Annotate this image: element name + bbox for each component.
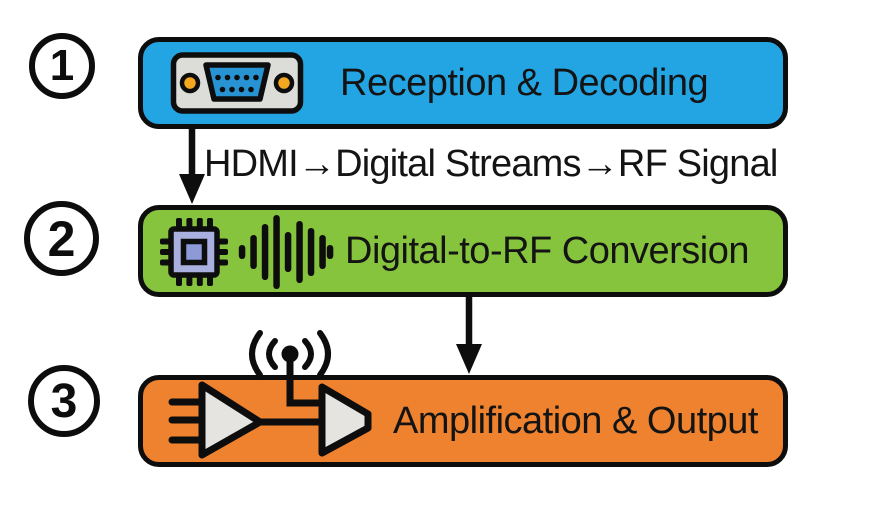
step-3-badge: 3 bbox=[28, 365, 100, 437]
arrow-down-2-icon bbox=[456, 296, 482, 374]
step-2-number: 2 bbox=[47, 210, 76, 267]
step-3-number: 3 bbox=[50, 374, 78, 428]
step-1-badge: 1 bbox=[29, 33, 95, 99]
step-2-box: Digital-to-RF Conversion bbox=[138, 205, 788, 297]
step-2-badge: 2 bbox=[24, 201, 99, 276]
step-1-number: 1 bbox=[49, 41, 75, 90]
vga-connector-icon bbox=[170, 52, 304, 114]
waveform-icon bbox=[238, 215, 334, 289]
step-3-label: Amplification & Output bbox=[393, 399, 758, 442]
step-2-label: Digital-to-RF Conversion bbox=[345, 229, 750, 272]
amplifier-antenna-icon bbox=[168, 330, 372, 459]
arrow-down-1-icon bbox=[179, 126, 205, 204]
chip-icon bbox=[160, 218, 228, 286]
flow-label: HDMI→Digital Streams→RF Signal bbox=[204, 143, 778, 185]
step-3-box: Amplification & Output bbox=[138, 375, 788, 467]
step-1-label: Reception & Decoding bbox=[340, 61, 709, 104]
